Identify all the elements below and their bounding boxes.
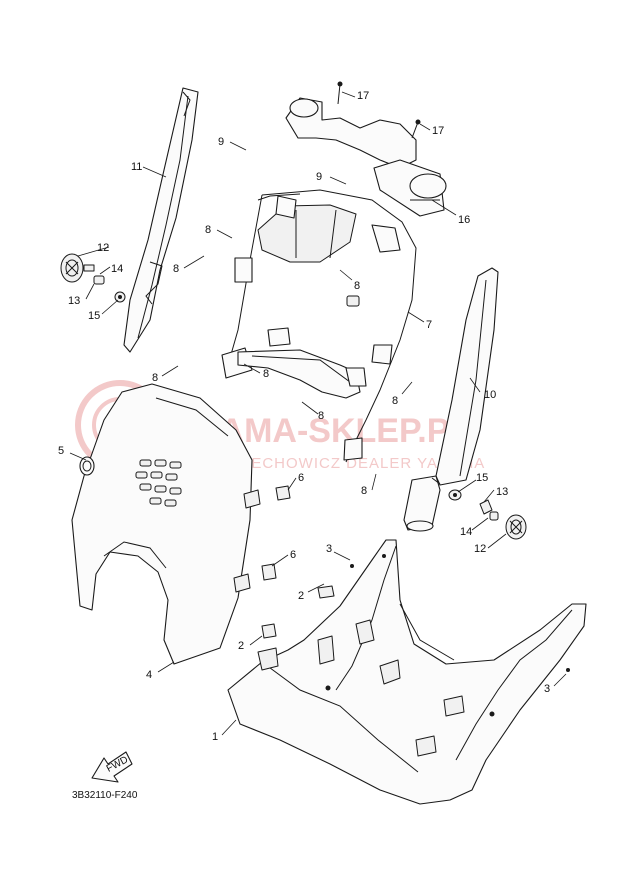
part-5-emblem — [79, 456, 95, 476]
callout-1: 1 — [212, 731, 218, 743]
callout-9: 9 — [218, 136, 224, 148]
callout-12: 12 — [97, 242, 109, 254]
callout-6: 6 — [298, 472, 304, 484]
callout-9: 9 — [316, 171, 322, 183]
callout-3: 3 — [544, 683, 550, 695]
callout-17: 17 — [432, 125, 444, 137]
callout-7: 7 — [426, 319, 432, 331]
callout-8: 8 — [205, 224, 211, 236]
callout-6: 6 — [290, 549, 296, 561]
callout-8: 8 — [354, 280, 360, 292]
callout-2: 2 — [298, 590, 304, 602]
watermark: YAMA-SKLEP.PL WOJCIECHOWICZ DEALER YAMAH… — [75, 380, 485, 472]
leader-lines — [69, 91, 567, 736]
callout-8: 8 — [152, 372, 158, 384]
callout-17: 17 — [357, 90, 369, 102]
watermark-dealer: WOJCIECHOWICZ DEALER YAMAHA — [198, 455, 485, 472]
callout-3: 3 — [326, 543, 332, 555]
fwd-arrow-icon: FWD — [91, 751, 133, 783]
callout-8: 8 — [263, 368, 269, 380]
callout-12: 12 — [474, 543, 486, 555]
part-7-bracket-frame — [221, 189, 417, 463]
callout-4: 4 — [146, 669, 152, 681]
callout-8: 8 — [173, 263, 179, 275]
callout-13: 13 — [68, 295, 80, 307]
callout-13: 13 — [496, 486, 508, 498]
part-11-trim-strip — [123, 87, 199, 353]
knob-assembly-left — [60, 253, 126, 303]
callout-15: 15 — [476, 472, 488, 484]
callout-labels: 11 12 14 13 15 9 9 8 8 8 8 8 8 8 8 17 17… — [58, 90, 550, 743]
part-4-leg-shield — [71, 383, 261, 665]
watermark-brand: YAMA-SKLEP.PL — [200, 412, 470, 450]
callout-5: 5 — [58, 445, 64, 457]
callout-2: 2 — [238, 640, 244, 652]
callout-14: 14 — [111, 263, 123, 275]
callout-15: 15 — [88, 310, 100, 322]
callout-8: 8 — [392, 395, 398, 407]
callout-8: 8 — [361, 485, 367, 497]
knob-assembly-right — [448, 489, 527, 540]
part-1-floor-cover — [227, 539, 587, 805]
callout-8: 8 — [318, 410, 324, 422]
part-10-fork-cover — [403, 267, 499, 532]
diagram-code: 3B32110-F240 — [72, 790, 138, 801]
vent-slots — [135, 459, 182, 507]
part-16-headlight-assembly — [285, 81, 447, 217]
callout-11: 11 — [131, 161, 142, 173]
part-6-nuts — [261, 485, 291, 581]
callout-14: 14 — [460, 526, 472, 538]
callout-16: 16 — [458, 214, 470, 226]
callout-10: 10 — [484, 389, 496, 401]
